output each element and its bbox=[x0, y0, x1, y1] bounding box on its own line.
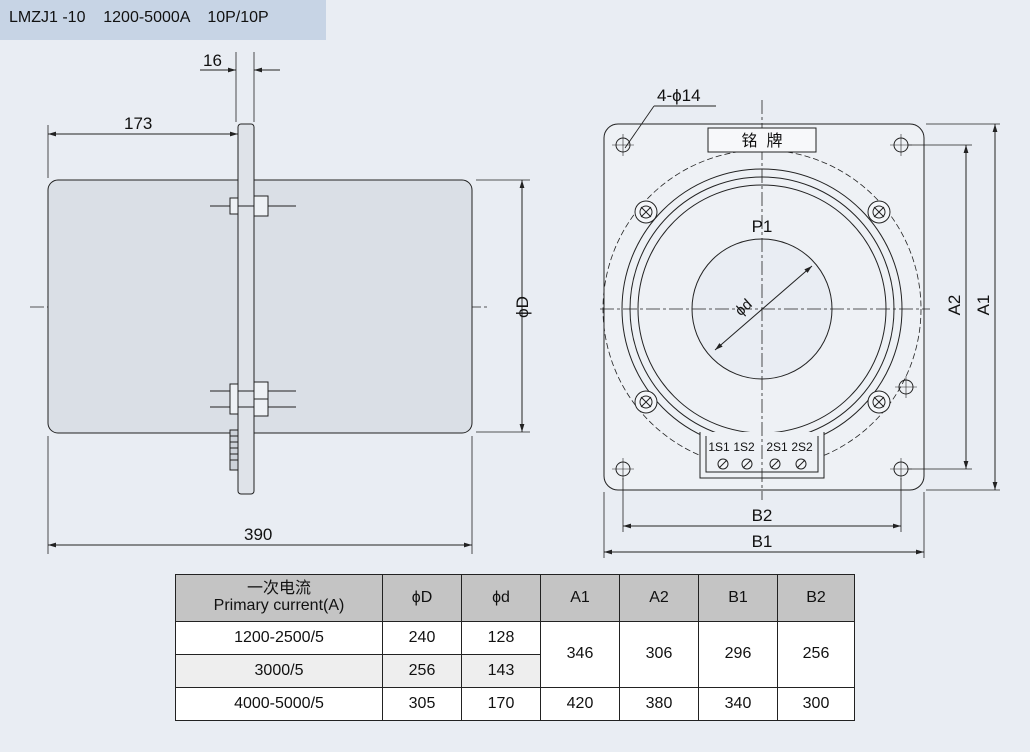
dim-b1: B1 bbox=[752, 532, 773, 551]
header-a1: A1 bbox=[540, 574, 620, 622]
hole-callout: 4-ϕ14 bbox=[657, 86, 701, 105]
header-primary-current: 一次电流 Primary current(A) bbox=[175, 574, 383, 622]
table-row: 3000/5 256 143 bbox=[175, 654, 855, 688]
table-row: 1200-2500/5 240 128 346 306 296 256 bbox=[175, 621, 855, 688]
cell-current: 4000-5000/5 bbox=[175, 687, 383, 721]
cell-a2-merged: 306 bbox=[619, 621, 699, 688]
table-header-row: 一次电流 Primary current(A) ϕD ϕd A1 A2 B1 B… bbox=[175, 574, 855, 622]
dim-b2: B2 bbox=[752, 506, 773, 525]
table-row: 4000-5000/5 305 170 420 380 340 300 bbox=[175, 687, 855, 721]
cell-outer-diameter: 240 bbox=[382, 621, 462, 655]
dim-a1: A1 bbox=[974, 295, 993, 316]
header-b2: B2 bbox=[777, 574, 855, 622]
dim-body-length: 173 bbox=[124, 114, 152, 133]
spec-table: 一次电流 Primary current(A) ϕD ϕd A1 A2 B1 B… bbox=[175, 574, 855, 721]
housing-bolts bbox=[634, 200, 891, 414]
model-title: LMZJ1 -10 1200-5000A 10P/10P bbox=[9, 9, 269, 26]
terminal-2s1: 2S1 bbox=[766, 440, 788, 454]
cell-b2-merged: 256 bbox=[777, 621, 855, 688]
header-b1: B1 bbox=[698, 574, 778, 622]
side-lamination bbox=[229, 429, 239, 471]
cell-b2: 300 bbox=[777, 687, 855, 721]
terminal-2s2: 2S2 bbox=[791, 440, 813, 454]
dim-total-length: 390 bbox=[244, 525, 272, 544]
nameplate-box bbox=[707, 127, 817, 153]
header-primary-en: Primary current(A) bbox=[213, 597, 345, 614]
cell-current: 3000/5 bbox=[175, 654, 383, 688]
header-primary-cn: 一次电流 bbox=[246, 580, 311, 598]
header-a2: A2 bbox=[619, 574, 699, 622]
cell-inner-diameter: 170 bbox=[461, 687, 541, 721]
header-inner-diameter: ϕd bbox=[461, 574, 541, 622]
cell-current: 1200-2500/5 bbox=[175, 621, 383, 655]
cell-inner-diameter: 128 bbox=[461, 621, 541, 655]
primary-terminal-label: P1 bbox=[752, 217, 773, 236]
terminal-1s1: 1S1 bbox=[708, 440, 730, 454]
front-view bbox=[600, 100, 1000, 558]
secondary-terminals bbox=[717, 458, 807, 470]
terminal-1s2: 1S2 bbox=[733, 440, 755, 454]
side-view bbox=[30, 52, 530, 554]
side-flange bbox=[237, 123, 255, 495]
header-outer-diameter: ϕD bbox=[382, 574, 462, 622]
dim-outer-diameter: ϕD bbox=[513, 296, 532, 318]
cell-a1: 420 bbox=[540, 687, 620, 721]
dim-a2: A2 bbox=[945, 295, 964, 316]
cell-b1: 340 bbox=[698, 687, 778, 721]
cell-inner-diameter: 143 bbox=[461, 654, 541, 688]
cell-a2: 380 bbox=[619, 687, 699, 721]
side-body bbox=[47, 179, 473, 434]
dim-flange-thickness: 16 bbox=[203, 51, 222, 70]
cell-outer-diameter: 305 bbox=[382, 687, 462, 721]
cell-a1-merged: 346 bbox=[540, 621, 620, 688]
nameplate-label: 铭 牌 bbox=[742, 132, 783, 150]
cell-b1-merged: 296 bbox=[698, 621, 778, 688]
cell-outer-diameter: 256 bbox=[382, 654, 462, 688]
header-bar: LMZJ1 -10 1200-5000A 10P/10P bbox=[0, 0, 326, 40]
technical-drawing: 16 173 390 ϕD bbox=[30, 51, 1000, 558]
